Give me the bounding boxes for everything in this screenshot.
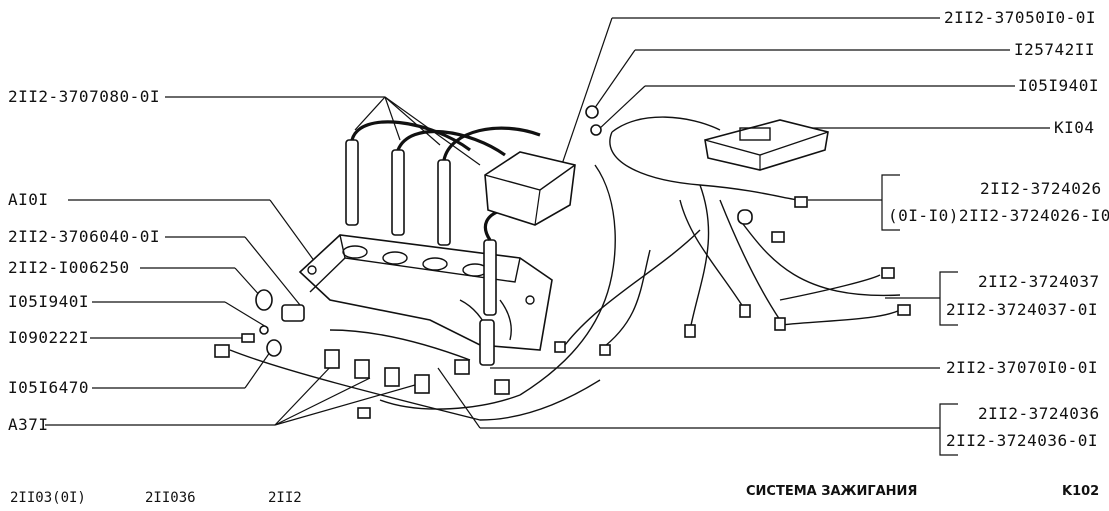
wiring-harness [379,116,911,410]
footer-title: СИСТЕМА ЗАЖИГАНИЯ [746,484,918,499]
label-washer-left: I05I940I [8,292,90,311]
plug-wires [345,120,546,316]
label-high-voltage-wires: 2II2-3707080-0I [8,87,160,106]
leader-lines-right [490,17,1050,456]
label-washer-right: I05I940I [1018,76,1100,95]
label-plug-wire: 2II2-37070I0-0I [946,358,1098,377]
label-nut: I25742II [1014,40,1096,59]
label-harness-1: 2II2-3724026 [980,179,1102,198]
washers [585,105,602,136]
label-harness-2: 2II2-3724037 [978,272,1100,291]
ecu-k104 [704,119,829,171]
footer-code: K102 [1062,484,1100,499]
label-crank-sensor: 2II2-3706040-0I [8,227,160,246]
cylinder-head [298,234,553,351]
label-harness-2-alt: 2II2-3724037-0I [946,300,1098,319]
label-harness-3: 2II2-3724036 [978,404,1100,423]
label-seal: 2II2-I006250 [8,258,130,277]
label-a37i: A37I [8,415,49,434]
label-clamp: I05I6470 [8,378,90,397]
label-k104: KI04 [1054,118,1095,137]
footer-model-1: 2II03(0I) [10,490,86,506]
injector-harness [214,329,601,421]
footer-model-2: 2II036 [145,490,196,506]
leader-lines-left [45,96,940,429]
label-ai0i: AI0I [8,190,49,209]
ignition-coil [484,151,576,226]
label-bolt: I090222I [8,328,90,347]
label-harness-3-alt: 2II2-3724036-0I [946,431,1098,450]
footer-model-3: 2II2 [268,490,302,506]
label-harness-1-alt: (0I-I0)2II2-3724026-I0 [888,206,1109,225]
sensor-parts [241,289,495,366]
label-ignition-coil: 2II2-37050I0-0I [944,8,1096,27]
